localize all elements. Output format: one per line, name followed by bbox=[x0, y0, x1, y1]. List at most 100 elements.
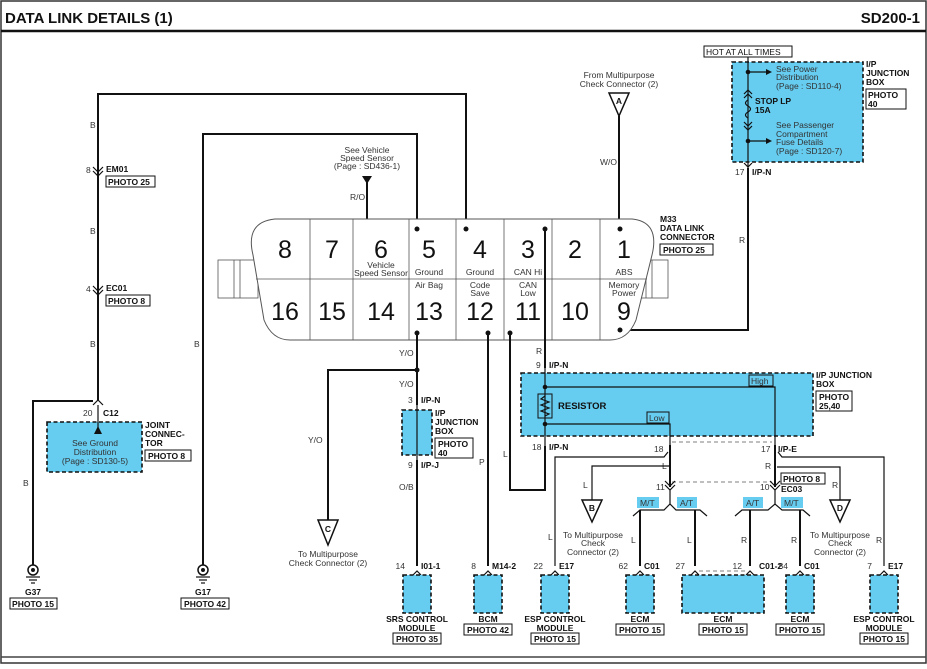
dlc-title: DATA LINK bbox=[660, 223, 705, 233]
g37-name: G37 bbox=[25, 587, 41, 597]
wire-color-r: R bbox=[765, 461, 771, 471]
arrow-right-icon bbox=[766, 69, 772, 75]
c12-title: JOINT bbox=[145, 420, 171, 430]
dlc-pin-label: Ground bbox=[466, 267, 495, 277]
low-label: Low bbox=[649, 413, 665, 423]
ip-jb-out-pin: 17 bbox=[735, 167, 745, 177]
ec03-name: EC03 bbox=[781, 484, 803, 494]
module-photo-box bbox=[615, 623, 665, 636]
wire-color-b: B bbox=[90, 339, 96, 349]
c12-ref-line: (Page : SD130-5) bbox=[62, 456, 128, 466]
ref-line: (Page : SD110-4) bbox=[776, 81, 842, 91]
module-photo-box bbox=[698, 623, 748, 636]
dlc-pin-label: ABS bbox=[615, 267, 632, 277]
module-pin: 8 bbox=[471, 561, 476, 571]
wire-color-l: L bbox=[583, 480, 588, 490]
arrow-right-icon bbox=[766, 138, 772, 144]
wire-color-b: B bbox=[90, 120, 96, 130]
wire-color-r: R bbox=[876, 535, 882, 545]
module-connector: E17 bbox=[888, 561, 903, 571]
ground-wire-pin4: B B B 8 EM01 PHOTO 25 4 EC01 PHOTO 8 bbox=[86, 93, 467, 400]
module-name: MODULE bbox=[537, 623, 574, 633]
resistor-jb-title: BOX bbox=[816, 379, 835, 389]
mid-jb-bottom-conn: I/P-J bbox=[421, 460, 439, 470]
wire-color-l: L bbox=[687, 535, 692, 545]
wire-color-p: P bbox=[479, 457, 485, 467]
offpage-a: From Multipurpose Check Connector (2) A … bbox=[580, 70, 658, 229]
g37-photo-label: PHOTO 15 bbox=[12, 599, 54, 609]
pin-dot bbox=[617, 226, 623, 232]
ip-jb-title: BOX bbox=[866, 77, 885, 87]
wire-color-r: R bbox=[832, 480, 838, 490]
module-connector: E17 bbox=[559, 561, 574, 571]
module-name: MODULE bbox=[866, 623, 903, 633]
from-mpcc-line: From Multipurpose bbox=[584, 70, 655, 80]
pin-dot bbox=[617, 327, 623, 333]
module-photo-label: PHOTO 15 bbox=[863, 634, 905, 644]
dlc-pin-3: 3 bbox=[521, 236, 535, 264]
can-low-wire: L bbox=[503, 330, 546, 491]
module-photo-label: PHOTO 15 bbox=[534, 634, 576, 644]
ec01-pin: 4 bbox=[86, 284, 91, 294]
offpage-letter: D bbox=[837, 503, 843, 513]
em01-pin: 8 bbox=[86, 165, 91, 175]
mid-jb-photo: 40 bbox=[438, 448, 448, 458]
dlc-pin-15: 15 bbox=[318, 298, 346, 326]
high-label: High bbox=[751, 376, 769, 386]
offpage-text: Check Connector (2) bbox=[289, 558, 368, 568]
dlc-pin-label: Memory bbox=[609, 280, 640, 290]
ref-line: (Page : SD120-7) bbox=[776, 146, 842, 156]
dlc-pin-label: Speed Sensor bbox=[354, 268, 408, 278]
module-name: ECM bbox=[791, 614, 810, 624]
dlc-pin-8: 8 bbox=[278, 236, 292, 264]
module-box bbox=[785, 574, 815, 614]
module-photo-label: PHOTO 15 bbox=[619, 625, 661, 635]
dlc-pin-label: CAN bbox=[519, 280, 537, 290]
dlc-pin-2: 2 bbox=[568, 236, 582, 264]
ip-jb-top-box bbox=[731, 61, 864, 163]
at-tag: A/T bbox=[746, 498, 759, 508]
module-name: ESP CONTROL bbox=[853, 614, 914, 624]
ip-jb-photo: PHOTO bbox=[868, 90, 898, 100]
module-photo-box bbox=[392, 632, 442, 645]
ref-line: Compartment bbox=[776, 129, 828, 139]
resistor-jb-title: I/P JUNCTION bbox=[816, 370, 872, 380]
module-pin: 7 bbox=[867, 561, 872, 571]
dlc-pin-10: 10 bbox=[561, 298, 589, 326]
c12-title: TOR bbox=[145, 438, 163, 448]
wire-color-b: B bbox=[90, 226, 96, 236]
hot-at-all-times-label: HOT AT ALL TIMES bbox=[706, 47, 781, 57]
c12-ref-line: Distribution bbox=[74, 447, 117, 457]
mid-jb-top-pin: 3 bbox=[408, 395, 413, 405]
offpage-letter: C bbox=[325, 524, 331, 534]
ec03-pin-11: 11 bbox=[656, 482, 665, 492]
c12-box bbox=[46, 421, 143, 473]
dlc-title: CONNECTOR bbox=[660, 232, 715, 242]
dlc-pin-label: Air Bag bbox=[415, 280, 443, 290]
c12-photo-box bbox=[144, 449, 192, 462]
vss-ref-line: See Vehicle bbox=[345, 145, 390, 155]
pin-17: 17 bbox=[761, 444, 771, 454]
module-photo-label: PHOTO 42 bbox=[467, 625, 509, 635]
g17-name: G17 bbox=[195, 587, 211, 597]
module-box bbox=[625, 574, 655, 614]
resistor-in-pin: 9 bbox=[536, 360, 541, 370]
g17-photo-box bbox=[180, 597, 230, 610]
offpage-connector-icon bbox=[580, 499, 604, 524]
c12-title: CONNEC- bbox=[145, 429, 185, 439]
vss-ref-line: Speed Sensor bbox=[340, 153, 394, 163]
at-tag: A/T bbox=[680, 498, 693, 508]
ip-jb-title: I/P bbox=[866, 59, 877, 69]
module-photo-label: PHOTO 15 bbox=[702, 625, 744, 635]
module-pin: 12 bbox=[733, 561, 743, 571]
wire-color-r: R bbox=[741, 535, 747, 545]
ip-jb-out-conn: I/P-N bbox=[752, 167, 771, 177]
